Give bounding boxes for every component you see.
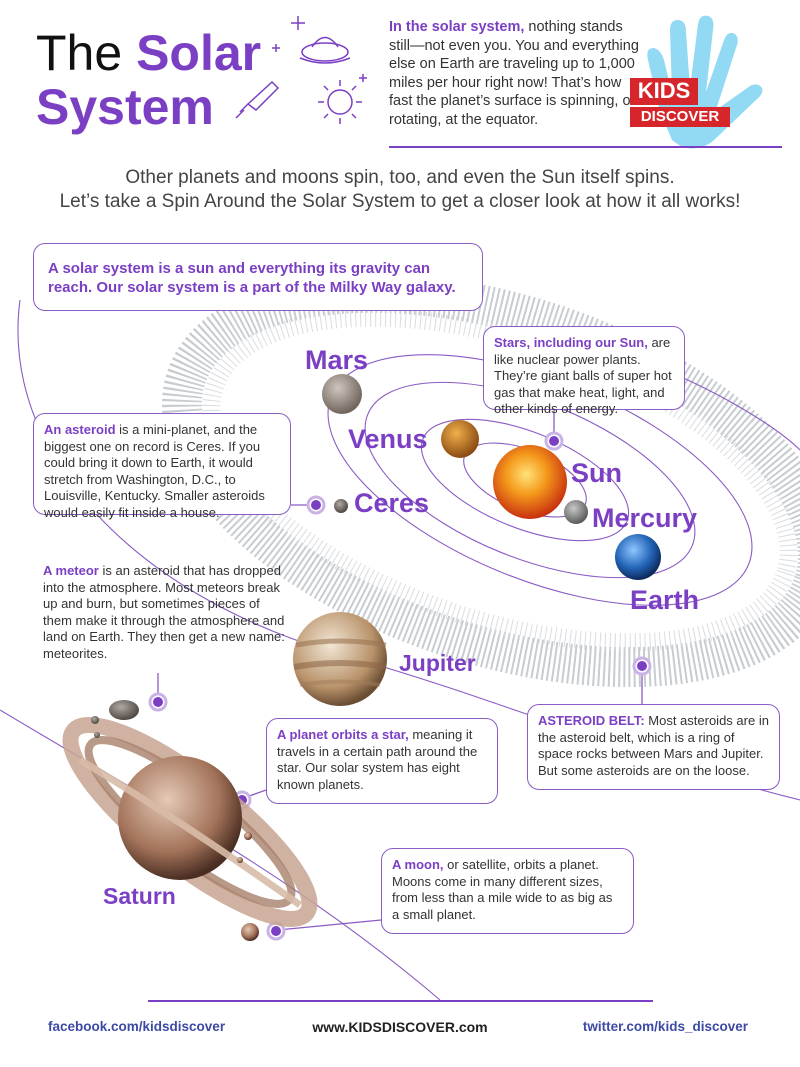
title-word: The xyxy=(36,25,123,81)
asteroid-rock xyxy=(109,700,139,720)
ufo-icon xyxy=(299,36,351,64)
callout-lead: An asteroid xyxy=(44,422,116,437)
twitter-link[interactable]: twitter.com/kids_discover xyxy=(582,1019,748,1034)
small-moon xyxy=(241,923,259,941)
sun-image xyxy=(493,445,567,519)
footer-divider xyxy=(148,1000,653,1002)
sun-doodle-icon xyxy=(318,80,362,124)
intro-lead: In the solar system, xyxy=(389,19,525,35)
kids-discover-logo: KIDS DISCOVER xyxy=(630,78,730,127)
callout-body: are like nuclear power plants. They’re g… xyxy=(494,335,672,416)
header-divider xyxy=(389,146,782,148)
page-title: The Solar xyxy=(36,28,261,78)
callout-orbit: A planet orbits a star, meaning it trave… xyxy=(266,718,498,804)
label-venus: Venus xyxy=(348,424,428,454)
callout-lead: A meteor xyxy=(43,563,99,578)
page-title-line2: System xyxy=(36,79,214,135)
callout-meteor: A meteor is an asteroid that has dropped… xyxy=(33,553,291,673)
label-mercury: Mercury xyxy=(592,503,698,533)
sparkle-icon xyxy=(272,16,367,82)
doodle-icons xyxy=(235,16,367,124)
logo-line2: DISCOVER xyxy=(630,107,730,127)
callout-body: Most asteroids are in the asteroid belt,… xyxy=(538,713,769,778)
callout-body: is a mini-planet, and the biggest one on… xyxy=(44,422,265,520)
mercury-image xyxy=(564,500,588,524)
callout-solar-system: A solar system is a sun and everything i… xyxy=(33,243,483,311)
small-moon xyxy=(91,716,99,724)
callout-lead: ASTEROID BELT: xyxy=(538,713,645,728)
intro-body: nothing stands still—not even you. You a… xyxy=(389,19,639,128)
callout-lead: A planet orbits a star, xyxy=(277,727,409,742)
venus-image xyxy=(441,420,479,458)
rocket-icon xyxy=(235,80,280,119)
label-mars: Mars xyxy=(305,345,369,375)
callout-body: or satellite, orbits a planet. Moons com… xyxy=(392,857,613,922)
callout-lead: A moon, xyxy=(392,857,444,872)
small-moon xyxy=(237,857,243,863)
callout-stars: Stars, including our Sun, are like nucle… xyxy=(483,326,685,416)
label-earth: Earth xyxy=(630,585,700,615)
callout-asteroid-belt: ASTEROID BELT: Most asteroids are in the… xyxy=(527,704,780,790)
label-ceres: Ceres xyxy=(354,488,430,518)
title-word-accent: Solar xyxy=(136,25,262,81)
website-link[interactable]: www.KIDSDISCOVER.com xyxy=(312,1019,488,1035)
jupiter-image xyxy=(293,612,387,706)
label-saturn: Saturn xyxy=(103,883,176,909)
mars-image xyxy=(322,374,362,414)
callout-body: is an asteroid that has dropped into the… xyxy=(43,563,285,661)
intro-text: In the solar system, nothing stands stil… xyxy=(389,18,639,129)
label-jupiter: Jupiter xyxy=(399,650,476,676)
small-moon xyxy=(94,732,100,738)
saturn-image xyxy=(62,717,318,927)
logo-line1: KIDS xyxy=(630,78,698,105)
small-moon xyxy=(244,832,252,840)
earth-image xyxy=(615,534,661,580)
subtitle-line1: Other planets and moons spin, too, and e… xyxy=(125,167,675,188)
facebook-link[interactable]: facebook.com/kidsdiscover xyxy=(48,1019,226,1034)
subtitle-line2: Let’s take a Spin Around the Solar Syste… xyxy=(59,191,741,212)
callout-moon: A moon, or satellite, orbits a planet. M… xyxy=(381,848,634,934)
callout-asteroid: An asteroid is a mini-planet, and the bi… xyxy=(33,413,291,520)
label-sun: Sun xyxy=(571,458,622,488)
callout-lead: Stars, including our Sun, xyxy=(494,335,648,350)
ceres-image xyxy=(334,499,348,513)
callout-body: meaning it travels in a certain path aro… xyxy=(277,727,478,792)
